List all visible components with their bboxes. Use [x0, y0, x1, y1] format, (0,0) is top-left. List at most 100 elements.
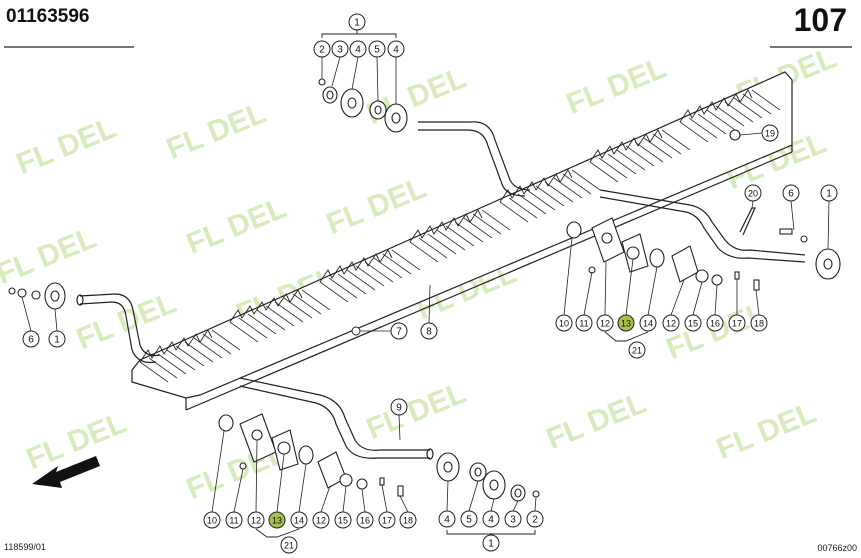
callout-c-bo1: 1: [482, 534, 500, 552]
callout-number: 19: [765, 129, 775, 139]
callout-number: 1: [826, 189, 832, 200]
walker-step-line: [166, 349, 196, 371]
callout-circle: [313, 40, 331, 58]
walker-step-line: [274, 301, 304, 323]
walker-sawtooth: [499, 169, 573, 203]
callout-number: 6: [28, 335, 34, 346]
callout-number: 1: [488, 539, 494, 550]
walker-step-line: [139, 361, 169, 383]
callout-c-20: 20: [744, 184, 762, 202]
leader-line: [255, 439, 258, 513]
callout-circle: [356, 511, 374, 529]
walker-step-line: [355, 265, 385, 287]
walker-step-line: [175, 345, 205, 367]
watermark-logo: FL DEL: [322, 171, 431, 241]
callout-circle: [390, 322, 408, 340]
callout-circle: [782, 184, 800, 202]
leader-line: [233, 468, 244, 513]
callout-c-l6: 6: [22, 330, 40, 348]
callout-c-m10: 10: [555, 314, 573, 332]
callout-c-top-3: 3: [331, 40, 349, 58]
callout-c-7: 7: [390, 322, 408, 340]
callout-c-19: 19: [761, 124, 779, 142]
callout-circle: [225, 511, 243, 529]
watermark-logo: FL DEL: [12, 111, 121, 181]
walker-step-line: [373, 257, 403, 279]
leader-line: [755, 289, 760, 316]
callout-circle: [744, 184, 762, 202]
callout-number: 21: [284, 541, 294, 551]
callout-c-b10: 10: [203, 511, 221, 529]
leader-line: [21, 296, 32, 332]
bottom-bearing-group: [218, 413, 404, 497]
callout-circle: [706, 314, 724, 332]
callout-number: 5: [466, 515, 472, 526]
callout-number: 12: [316, 516, 326, 526]
walker-step-line: [238, 317, 268, 339]
walker-steps: [139, 89, 781, 383]
walker-step-line: [409, 241, 439, 263]
callout-number: 2: [532, 515, 538, 526]
callout-number: 17: [732, 319, 742, 329]
walker-step-line: [391, 249, 421, 271]
walker-step-line: [508, 197, 538, 219]
callout-c-b18: 18: [399, 511, 417, 529]
crankshaft-right: [599, 189, 806, 263]
walker-step-line: [211, 329, 241, 351]
callout-circle: [596, 314, 614, 332]
callout-circle: [628, 341, 646, 359]
callout-number: 14: [643, 319, 653, 329]
walker-step-line: [193, 337, 223, 359]
callout-circle: [750, 314, 768, 332]
leader-line: [298, 463, 307, 513]
leader-line: [534, 496, 537, 512]
leader-line: [276, 453, 285, 513]
callout-c-m12b: 12: [662, 314, 680, 332]
walker-step-line: [184, 341, 214, 363]
walker-step-line: [715, 105, 745, 127]
top-bearing-group: [318, 78, 408, 133]
callout-circle: [378, 511, 396, 529]
walker-step-line: [292, 293, 322, 315]
callout-circle: [348, 13, 366, 31]
callout-number: 1: [54, 335, 60, 346]
drawing-ref-left: 118599/01: [4, 542, 46, 552]
callout-c-b11: 11: [225, 511, 243, 529]
drawing-ref-right: 00766z00: [817, 543, 857, 553]
walker-step-line: [535, 185, 565, 207]
callout-number: 14: [294, 516, 304, 526]
walker-step-line: [265, 305, 295, 327]
callout-number: 13: [621, 319, 631, 329]
callout-c-m11: 11: [575, 314, 593, 332]
walker-step-line: [661, 129, 691, 151]
callout-number: 1: [354, 18, 360, 29]
callout-circle: [290, 511, 308, 529]
leader-line: [361, 488, 366, 513]
callout-c-top-4b: 4: [387, 40, 405, 58]
watermark-logo: FL DEL: [0, 221, 101, 291]
callout-number: 4: [355, 45, 361, 56]
callout-number: 12: [600, 319, 610, 329]
leader-line: [751, 200, 754, 209]
callout-c-b12b: 12: [312, 511, 330, 529]
part-number: 01163596: [6, 6, 90, 27]
leader-line: [670, 279, 685, 316]
walker-step-line: [625, 145, 655, 167]
callout-circle: [334, 511, 352, 529]
callout-c-b17: 17: [378, 511, 396, 529]
callout-c-m17: 17: [728, 314, 746, 332]
callout-c-m12a: 12: [596, 314, 614, 332]
direction-arrow-icon: [32, 456, 100, 488]
callout-c-top-4a: 4: [349, 40, 367, 58]
walker-step-line: [679, 121, 709, 143]
leader-line: [428, 284, 431, 324]
callout-c-8: 8: [420, 322, 438, 340]
callout-circle: [482, 534, 500, 552]
callout-circle: [247, 511, 265, 529]
callout-number: 4: [488, 515, 494, 526]
callout-circle: [280, 536, 298, 554]
leader-line: [211, 430, 225, 513]
misc-parts: [351, 326, 361, 336]
walker-step-line: [517, 193, 547, 215]
